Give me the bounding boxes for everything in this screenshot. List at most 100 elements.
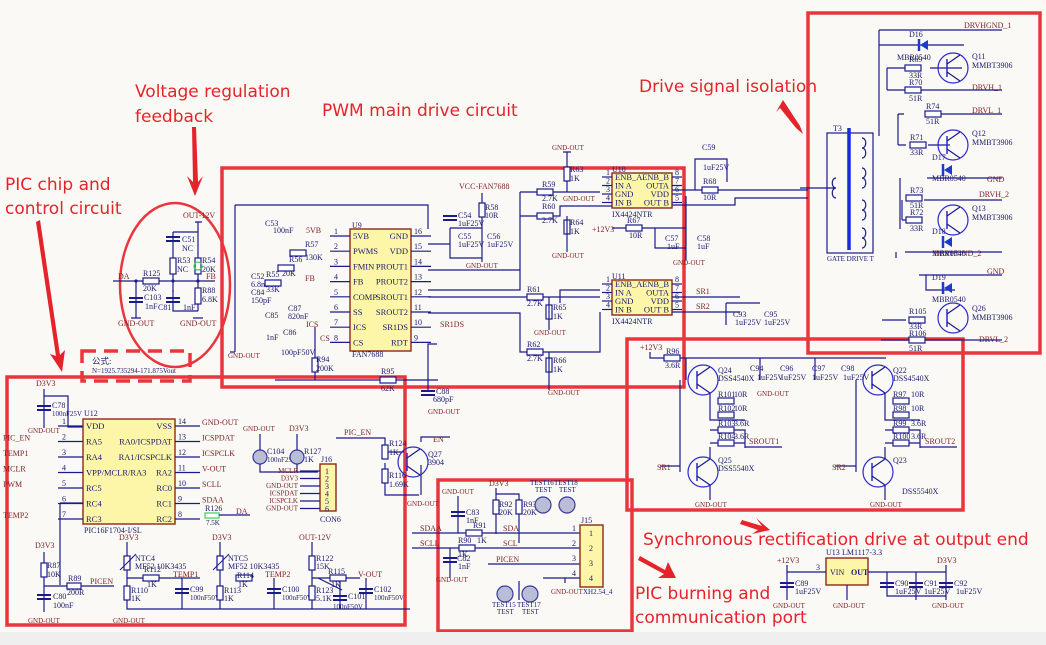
net-label: D3V3 xyxy=(489,479,509,488)
part-value: 33R xyxy=(909,71,923,80)
part-value: 130K xyxy=(305,253,323,262)
part-value: MBR0540 xyxy=(932,174,966,183)
ic-body xyxy=(611,279,673,316)
net-label: SCLL xyxy=(420,539,440,548)
pin-number: 1 xyxy=(62,417,66,426)
part-value: 1uF25V xyxy=(843,373,869,382)
pin-number: 6 xyxy=(334,303,338,312)
pin-name: OUT xyxy=(851,568,869,577)
net-label: D3V3 xyxy=(212,533,232,542)
annotation-text: feedback xyxy=(135,107,213,127)
part-value: 1uF25V xyxy=(956,587,982,596)
part-value: 10R xyxy=(703,193,717,202)
pin-number: 2 xyxy=(334,242,338,251)
pin-number: 6 xyxy=(62,495,66,504)
test-pad-icon xyxy=(534,496,552,514)
part-value: 1uF xyxy=(667,242,680,251)
net-label: PWM xyxy=(3,480,22,489)
part-value: 51R xyxy=(910,201,924,210)
net-label: GND-OUT xyxy=(202,418,239,427)
part-ref: R66 xyxy=(553,356,566,365)
annotation-pwm-main: PWM main drive circuit xyxy=(322,101,518,121)
part-ref: R122 xyxy=(316,554,333,563)
transistor-icon xyxy=(937,204,969,236)
part-value: 100nF25V xyxy=(52,410,82,418)
net-label: SROUT1 xyxy=(749,437,779,446)
pin-number: 4 xyxy=(606,301,610,310)
test-pad-icon xyxy=(558,496,576,514)
part-value: 100pF50V xyxy=(281,348,315,357)
diode-icon xyxy=(941,236,952,248)
net-label: GND xyxy=(987,175,1005,184)
part-ref: C96 xyxy=(780,364,793,373)
part-value: 100nF xyxy=(53,601,74,610)
part-ref: R87 xyxy=(47,561,60,570)
net-label: TEMP1 xyxy=(173,570,198,579)
pin-name: RC1 xyxy=(156,499,172,509)
part-value: 3904 xyxy=(428,458,444,467)
part-value: 33R xyxy=(910,148,924,157)
pin-name: RA2 xyxy=(156,468,172,478)
part-value: 1K xyxy=(458,550,468,559)
part-ref: R64 xyxy=(570,218,583,227)
formula-text: N=1925.735294-171.875Vout xyxy=(92,367,176,375)
part-ref: C52 xyxy=(251,272,264,281)
pin-name: ICS xyxy=(353,322,367,332)
part-ref: R91 xyxy=(473,521,486,530)
net-label: SR1DS xyxy=(440,320,464,329)
connector-body xyxy=(319,463,337,512)
pin-number: 8 xyxy=(334,333,338,342)
pin-name: IN B xyxy=(615,305,632,315)
net-label: GND-OUT xyxy=(548,389,581,397)
part-value: 1uF25V xyxy=(924,587,950,596)
part-value: MBR0540 xyxy=(932,249,966,258)
part-value: 2.7K xyxy=(527,354,543,363)
part-value: 10R xyxy=(485,211,499,220)
part-ref: T3 xyxy=(833,124,842,133)
arrow-icon xyxy=(740,518,770,534)
part-value: 1nF xyxy=(145,302,158,311)
annotation-voltage-feedback: Voltage regulation feedback xyxy=(135,82,291,196)
part-value: 1uF25V xyxy=(735,318,761,327)
transistor-icon xyxy=(687,364,719,396)
part-value: 1uF25V xyxy=(795,587,821,596)
pin-number: 7 xyxy=(334,318,338,327)
part-value: 1K xyxy=(477,536,487,545)
pin-number: 5 xyxy=(325,497,329,506)
q27-enable-switch: PIC_EN R124 1K R116 1.69K Q27 3904 EN GN… xyxy=(336,428,450,508)
part-value: 100nF xyxy=(273,226,294,235)
pin-number: 10 xyxy=(414,318,422,327)
part-ref: C95 xyxy=(764,310,777,319)
arrow-icon xyxy=(36,220,65,372)
part-value: FAN7688 xyxy=(352,350,383,359)
part-ref: R57 xyxy=(305,240,318,249)
part-ref: R56 xyxy=(289,255,302,264)
annotation-text: PWM main drive circuit xyxy=(322,101,518,121)
part-ref: C101 xyxy=(348,592,365,601)
pin-number: 13 xyxy=(414,273,422,282)
pin-number: 4 xyxy=(606,194,610,203)
part-ref: Q13 xyxy=(972,204,986,213)
part-value: 1K xyxy=(570,227,580,236)
part-ref: C93 xyxy=(733,310,746,319)
net-label: SDAA xyxy=(420,524,442,533)
net-label: V-OUT xyxy=(358,570,382,579)
pin-number: 5 xyxy=(62,479,66,488)
pin-name: RA0/ICSPDAT xyxy=(119,437,173,447)
part-value: 1K xyxy=(238,580,248,589)
part-ref: Q25 xyxy=(718,456,732,465)
net-label: ICSPDAT xyxy=(270,490,299,498)
part-ref: R98 xyxy=(893,404,906,413)
part-value: 6.8K xyxy=(202,295,218,304)
part-value: 1nF xyxy=(466,516,479,525)
pin-name: IN A xyxy=(615,288,633,298)
part-ref: D18 xyxy=(932,227,946,236)
vcc-supply-network: VCC-FAN7688 R58 10R C54 1uF25V C55 1uF25… xyxy=(428,182,513,270)
part-ref: R123 xyxy=(316,586,333,595)
pin-number: 9 xyxy=(414,333,418,342)
